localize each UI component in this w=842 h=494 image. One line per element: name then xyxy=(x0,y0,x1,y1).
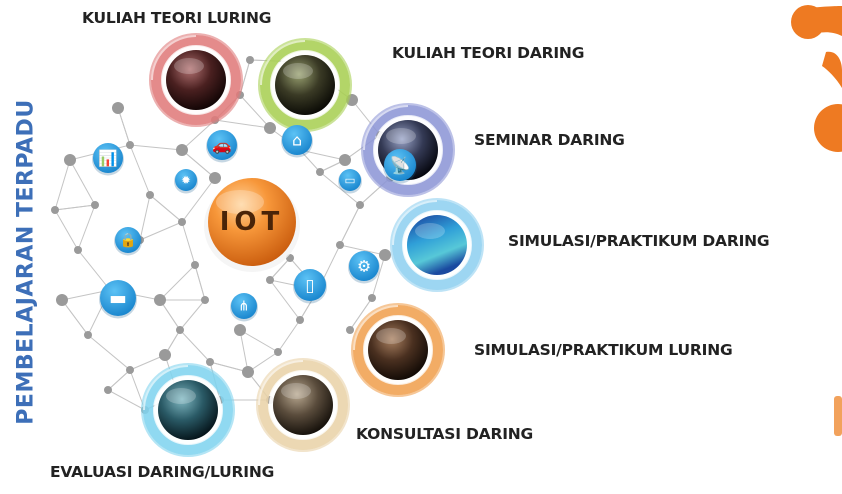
svg-text:▯: ▯ xyxy=(305,275,314,295)
svg-text:▬: ▬ xyxy=(109,287,127,309)
ring-evaluasi-daring-luring xyxy=(141,363,235,457)
gear-icon: ⚙ xyxy=(348,251,380,284)
svg-text:⚙: ⚙ xyxy=(357,256,371,275)
label-kuliah-teori-daring: KULIAH TEORI DARING xyxy=(392,44,585,62)
iot-label: IOT xyxy=(219,207,285,237)
svg-text:🔒: 🔒 xyxy=(120,233,137,249)
lightbulb-icon: ✹ xyxy=(174,169,198,194)
vertical-title: PEMBELAJARAN TERPADU xyxy=(13,99,39,425)
device-icons: 📊 🚗 ⌂ ✹ ▭ 🔒 📡 ⚙ ▬ ▯ ⋔ xyxy=(92,125,417,322)
ring-kuliah-teori-daring xyxy=(258,38,352,132)
svg-text:📊: 📊 xyxy=(98,148,118,167)
label-konsultasi-daring: KONSULTASI DARING xyxy=(356,425,534,443)
car-icon: 🚗 xyxy=(206,130,238,163)
ring-simulasi-praktikum-daring xyxy=(390,198,484,292)
svg-text:🚗: 🚗 xyxy=(212,135,232,154)
iot-hub xyxy=(204,178,300,272)
svg-text:▭: ▭ xyxy=(345,173,356,187)
ring-konsultasi-daring xyxy=(256,358,350,452)
satellite-dish-icon: 📡 xyxy=(383,149,417,184)
label-evaluasi-daring-luring: EVALUASI DARING/LURING xyxy=(50,463,275,481)
laptop-icon: ▭ xyxy=(338,169,362,194)
ring-seminar-daring xyxy=(361,103,455,197)
label-seminar-daring: SEMINAR DARING xyxy=(474,131,625,149)
mobile-chart-icon: 📊 xyxy=(92,143,124,176)
svg-text:⋔: ⋔ xyxy=(238,299,249,315)
home-icon: ⌂ xyxy=(281,125,313,158)
lock-icon: 🔒 xyxy=(114,227,142,256)
battery-icon: ▬ xyxy=(99,280,137,319)
ring-simulasi-praktikum-luring xyxy=(351,303,445,397)
label-kuliah-teori-luring: KULIAH TEORI LURING xyxy=(82,9,272,27)
svg-text:✹: ✹ xyxy=(181,173,191,187)
svg-text:📡: 📡 xyxy=(390,154,411,175)
rings xyxy=(141,33,484,457)
decorative-orange-shapes xyxy=(791,5,842,436)
svg-text:⌂: ⌂ xyxy=(292,130,302,149)
label-simulasi-praktikum-luring: SIMULASI/PRAKTIKUM LURING xyxy=(474,341,733,359)
smartphone-icon: ▯ xyxy=(293,269,327,304)
label-simulasi-praktikum-daring: SIMULASI/PRAKTIKUM DARING xyxy=(508,232,770,250)
ring-kuliah-teori-luring xyxy=(149,33,243,127)
network-icon: ⋔ xyxy=(230,293,258,322)
